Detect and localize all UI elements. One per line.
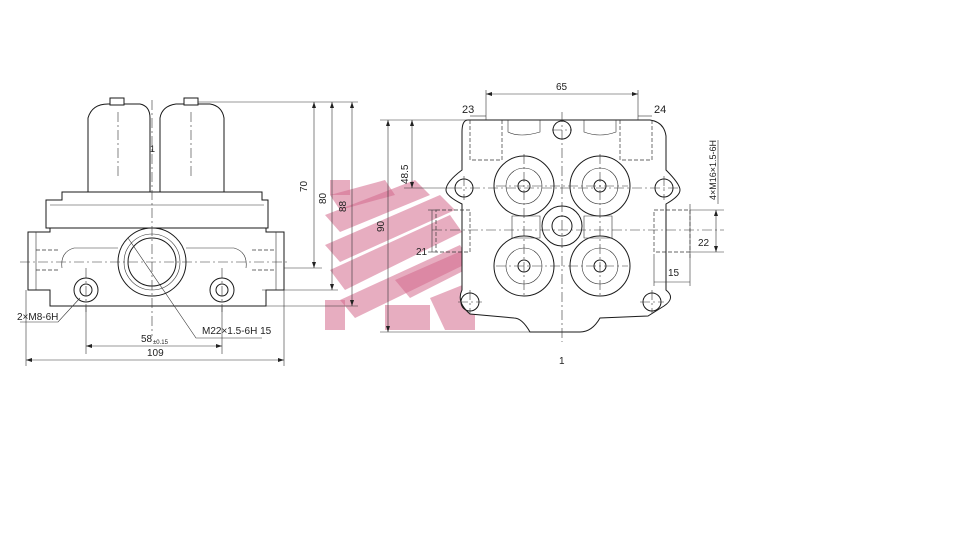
dim-mount-tolerance: ±0.15 <box>153 340 169 346</box>
side-view <box>20 97 358 366</box>
dim-height-48-5: 48.5 <box>400 164 411 184</box>
right-dome <box>159 103 225 193</box>
valve-body-front <box>445 119 681 333</box>
dim-height-90: 90 <box>376 220 387 232</box>
dim-height-88: 88 <box>338 200 349 212</box>
dim-port-depth-15: 15 <box>668 268 680 279</box>
dim-port-22: 22 <box>698 238 710 249</box>
dim-height-80: 80 <box>318 192 329 204</box>
watermark-logo <box>325 180 475 330</box>
dim-width-total: 109 <box>147 348 164 359</box>
left-dome <box>87 103 151 193</box>
port-thread-note: M22×1.5-6H 15 <box>202 326 272 337</box>
port-label-1: 1 <box>559 356 565 367</box>
front-view <box>380 90 724 342</box>
side-center-mark: 1 <box>150 144 155 154</box>
valve-body-side <box>27 227 285 307</box>
dim-mount-spacing: 58 <box>141 334 153 345</box>
dim-right-24: 24 <box>654 104 666 116</box>
ports-thread-note: 4×M16×1.5-6H <box>708 140 718 200</box>
dim-left-23: 23 <box>462 104 474 116</box>
mount-holes-note: 2×M8-6H <box>17 312 58 323</box>
dim-height-70: 70 <box>299 180 310 192</box>
dim-port-21: 21 <box>416 247 428 258</box>
dim-width-65: 65 <box>556 82 568 93</box>
